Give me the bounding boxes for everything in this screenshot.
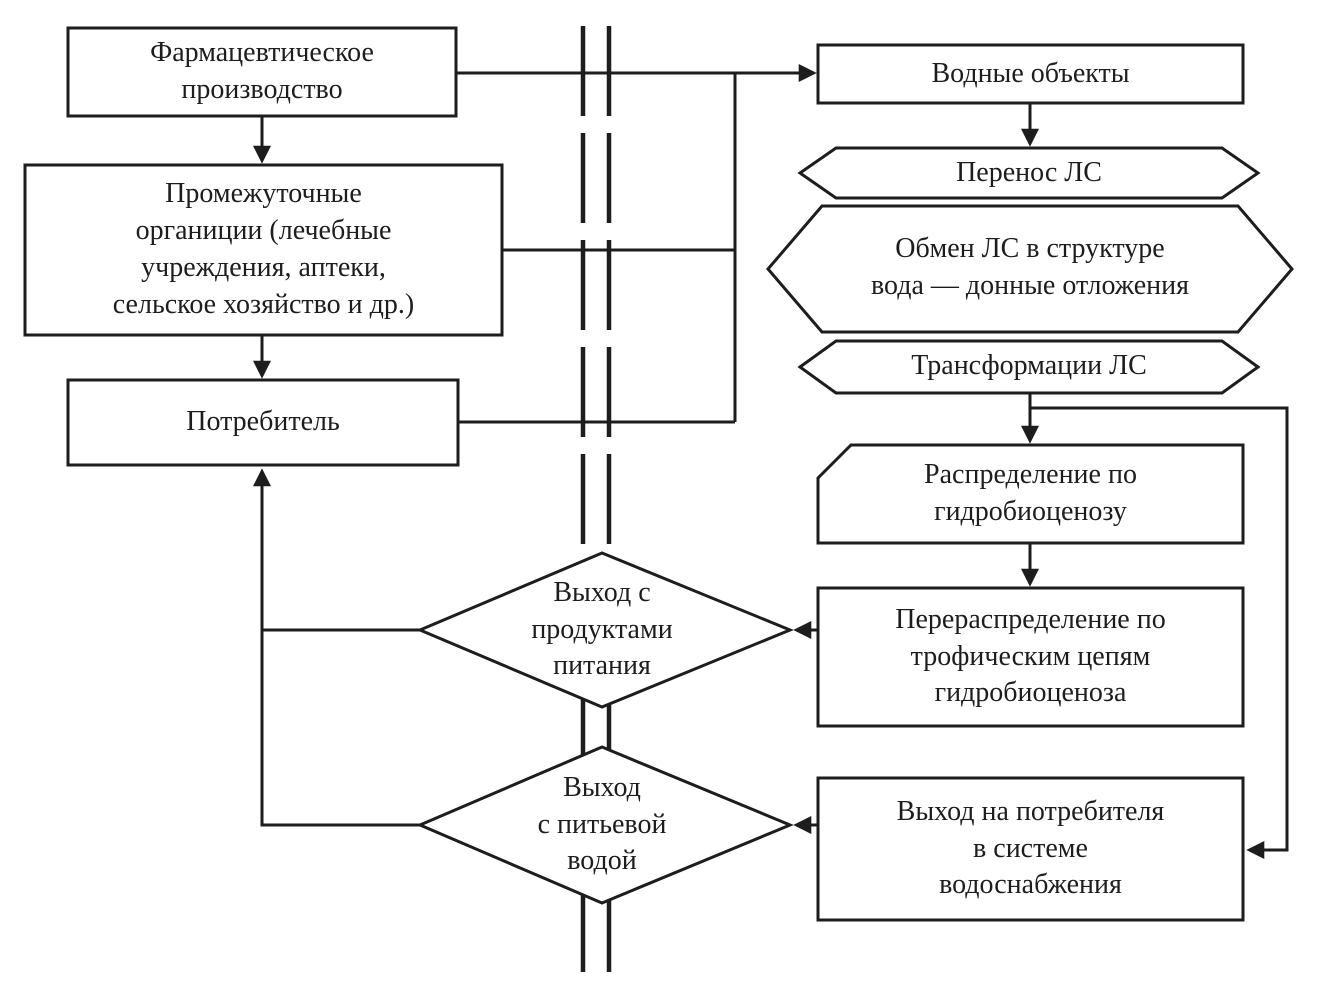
node-water-output-diamond	[416, 745, 794, 905]
node-pharma-production-shape	[66, 26, 458, 118]
node-pharma-production-label: Фармацевтическое производство	[150, 37, 374, 105]
node-transformation-hexagon	[797, 339, 1261, 395]
node-intermediate-organizations-label: Промежуточные органиции (лечебные учрежд…	[112, 178, 415, 320]
node-transfer-hexagon	[797, 146, 1261, 200]
node-food-output-label: Выход с продуктами питания	[531, 576, 673, 682]
node-consumer-shape	[66, 378, 460, 467]
node-distribution-label: Распределение по гидробиоценозу	[924, 459, 1137, 527]
node-food-output-diamond	[416, 551, 794, 709]
edge-transformation-to-consumer-output	[1030, 406, 1289, 859]
node-water-output-label: Выход с питьевой водой	[537, 771, 667, 877]
node-exchange-label: Обмен ЛС в структуре вода — донные отлож…	[870, 232, 1190, 301]
node-consumer-output-label: Выход на потребителя в системе водоснабж…	[896, 795, 1165, 901]
node-redistribution-shape	[816, 586, 1245, 728]
edge-food-output-to-consumer	[253, 468, 420, 632]
node-distribution-shape	[816, 443, 1245, 545]
node-shapes	[23, 26, 1294, 922]
node-consumer-output-shape	[816, 776, 1245, 922]
flow-edges	[253, 64, 1289, 859]
node-intermediate-organizations-shape	[23, 163, 504, 337]
node-redistribution-label: Перераспределение по трофическим цепям г…	[895, 603, 1166, 709]
node-transformation-label: Трансформации ЛС	[911, 350, 1147, 382]
node-transfer-label: Перенос ЛС	[956, 156, 1102, 188]
edge-water-output-to-consumer	[260, 630, 420, 827]
node-consumer-label: Потребитель	[186, 406, 340, 438]
node-water-bodies-shape	[816, 43, 1245, 105]
node-exchange-hexagon	[766, 204, 1294, 334]
node-water-bodies-label: Водные объекты	[931, 57, 1130, 89]
